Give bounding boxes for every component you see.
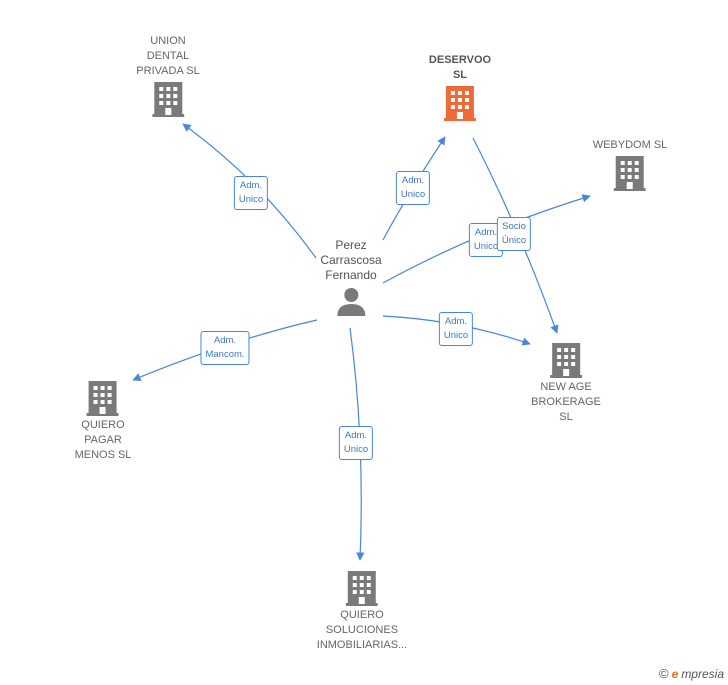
building-icon: [151, 82, 184, 117]
copyright-symbol: ©: [659, 666, 669, 681]
company-deservoo[interactable]: DESERVOO SL: [429, 53, 491, 123]
person-label: Perez Carrascosa Fernando: [320, 238, 382, 282]
company-label: DESERVOO SL: [428, 54, 492, 81]
company-label: QUIERO SOLUCIONES INMOBILIARIAS...: [316, 609, 408, 651]
brand-logo-text: mpresia: [681, 666, 724, 681]
brand-logo-initial: e: [671, 666, 679, 681]
relation-label-union[interactable]: Adm. Unico: [233, 176, 269, 210]
relation-label-quieropagar[interactable]: Adm. Mancom.: [200, 331, 250, 365]
relation-label-newage[interactable]: Adm. Unico: [438, 312, 474, 346]
company-label: UNION DENTAL PRIVADA SL: [136, 35, 200, 77]
relation-label-socio[interactable]: Socio Único: [496, 217, 532, 251]
company-webydom[interactable]: WEBYDOM SL: [592, 138, 668, 193]
person-icon: [336, 288, 365, 316]
building-icon: [444, 86, 476, 121]
building-icon: [86, 381, 119, 416]
company-new-age[interactable]: NEW AGE BROKERAGE SL: [531, 340, 601, 425]
building-icon: [550, 343, 582, 378]
company-quiero-pagar[interactable]: QUIERO PAGAR MENOS SL: [74, 378, 132, 463]
building-icon: [346, 571, 378, 606]
company-union-dental[interactable]: UNION DENTAL PRIVADA SL: [136, 34, 200, 119]
company-label: WEBYDOM SL: [592, 139, 668, 151]
person-perez-carrascosa[interactable]: Perez Carrascosa Fernando: [320, 238, 382, 319]
relation-label-deservoo[interactable]: Adm. Unico: [395, 171, 431, 205]
company-quiero-soluciones[interactable]: QUIERO SOLUCIONES INMOBILIARIAS...: [317, 568, 407, 653]
relation-label-quierosol[interactable]: Adm. Unico: [338, 426, 374, 460]
building-icon: [613, 156, 646, 191]
company-label: NEW AGE BROKERAGE SL: [531, 381, 601, 423]
company-label: QUIERO PAGAR MENOS SL: [74, 419, 132, 461]
